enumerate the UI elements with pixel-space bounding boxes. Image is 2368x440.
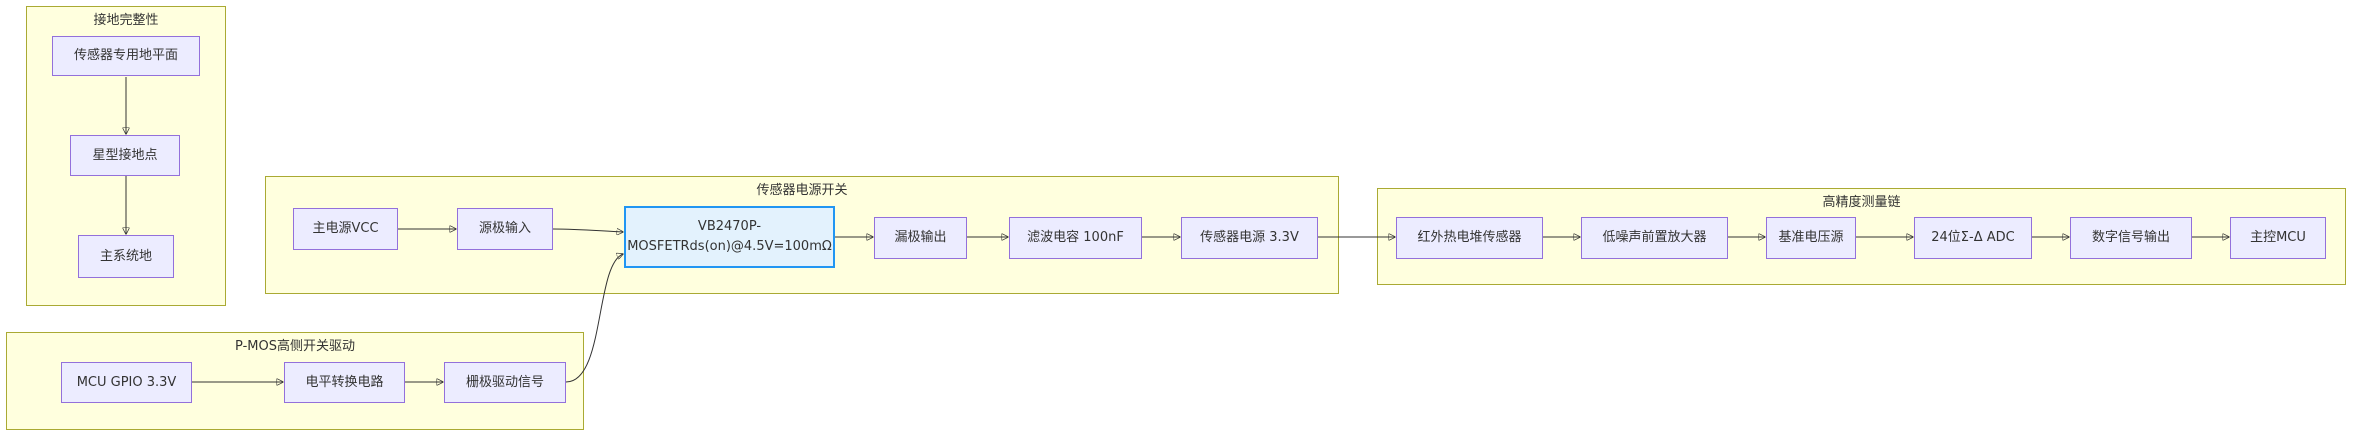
- node-label: 栅极驱动信号: [465, 374, 544, 390]
- node-label: 基准电压源: [1778, 230, 1844, 245]
- node-label: MCU GPIO 3.3V: [76, 374, 177, 390]
- cluster-title: 高精度测量链: [1822, 195, 1901, 210]
- node-main-system-ground[interactable]: 主系统地: [78, 235, 174, 278]
- node-label-line2: MOSFETRds(on)@4.5V=100mΩ: [627, 239, 832, 254]
- node-label: 数字信号输出: [2091, 230, 2170, 245]
- node-main-vcc[interactable]: 主电源VCC: [293, 208, 398, 250]
- node-sensor-ground-plane[interactable]: 传感器专用地平面: [52, 36, 200, 76]
- node-label: 源极输入: [478, 221, 531, 236]
- node-label: 24位Σ-Δ ADC: [1931, 230, 2015, 245]
- node-mcu-gpio[interactable]: MCU GPIO 3.3V: [61, 362, 192, 403]
- node-label: 漏极输出: [894, 230, 947, 245]
- node-voltage-reference[interactable]: 基准电压源: [1766, 217, 1856, 259]
- node-drain-output[interactable]: 漏极输出: [874, 217, 967, 259]
- node-mosfet-vb2470p[interactable]: VB2470P- MOSFETRds(on)@4.5V=100mΩ: [624, 206, 835, 268]
- node-digital-signal-output[interactable]: 数字信号输出: [2070, 217, 2192, 259]
- node-label: 传感器电源 3.3V: [1200, 230, 1299, 245]
- cluster-title: 接地完整性: [93, 13, 159, 28]
- node-sigma-delta-adc[interactable]: 24位Σ-Δ ADC: [1914, 217, 2032, 259]
- node-star-ground-point[interactable]: 星型接地点: [70, 135, 180, 176]
- node-label: 低噪声前置放大器: [1602, 230, 1707, 245]
- node-label: 传感器专用地平面: [73, 48, 178, 63]
- node-label-line1: VB2470P-: [697, 219, 762, 234]
- node-label: 滤波电容 100nF: [1027, 230, 1124, 245]
- edge-gate-to-mosfet: [565, 254, 623, 383]
- node-ir-thermopile-sensor[interactable]: 红外热电堆传感器: [1396, 217, 1543, 259]
- node-source-input[interactable]: 源极输入: [457, 208, 553, 250]
- cluster-sensor-power-switch: 传感器电源开关: [265, 176, 1339, 294]
- node-label: 主控MCU: [2250, 230, 2306, 245]
- cluster-title: P-MOS高侧开关驱动: [235, 339, 355, 354]
- node-sensor-power-3v3[interactable]: 传感器电源 3.3V: [1181, 217, 1318, 259]
- node-filter-capacitor[interactable]: 滤波电容 100nF: [1009, 217, 1142, 259]
- edge-source-to-mosfet: [552, 229, 623, 232]
- node-label: 主电源VCC: [312, 221, 379, 236]
- node-label: 电平转换电路: [305, 374, 384, 390]
- node-host-mcu[interactable]: 主控MCU: [2230, 217, 2326, 259]
- cluster-title: 传感器电源开关: [756, 183, 848, 198]
- node-label: 星型接地点: [92, 147, 158, 163]
- node-low-noise-preamp[interactable]: 低噪声前置放大器: [1581, 217, 1728, 259]
- node-label: 主系统地: [99, 248, 152, 264]
- node-gate-drive-signal[interactable]: 栅极驱动信号: [444, 362, 566, 403]
- node-level-shifter[interactable]: 电平转换电路: [284, 362, 405, 403]
- node-label: 红外热电堆传感器: [1417, 230, 1522, 245]
